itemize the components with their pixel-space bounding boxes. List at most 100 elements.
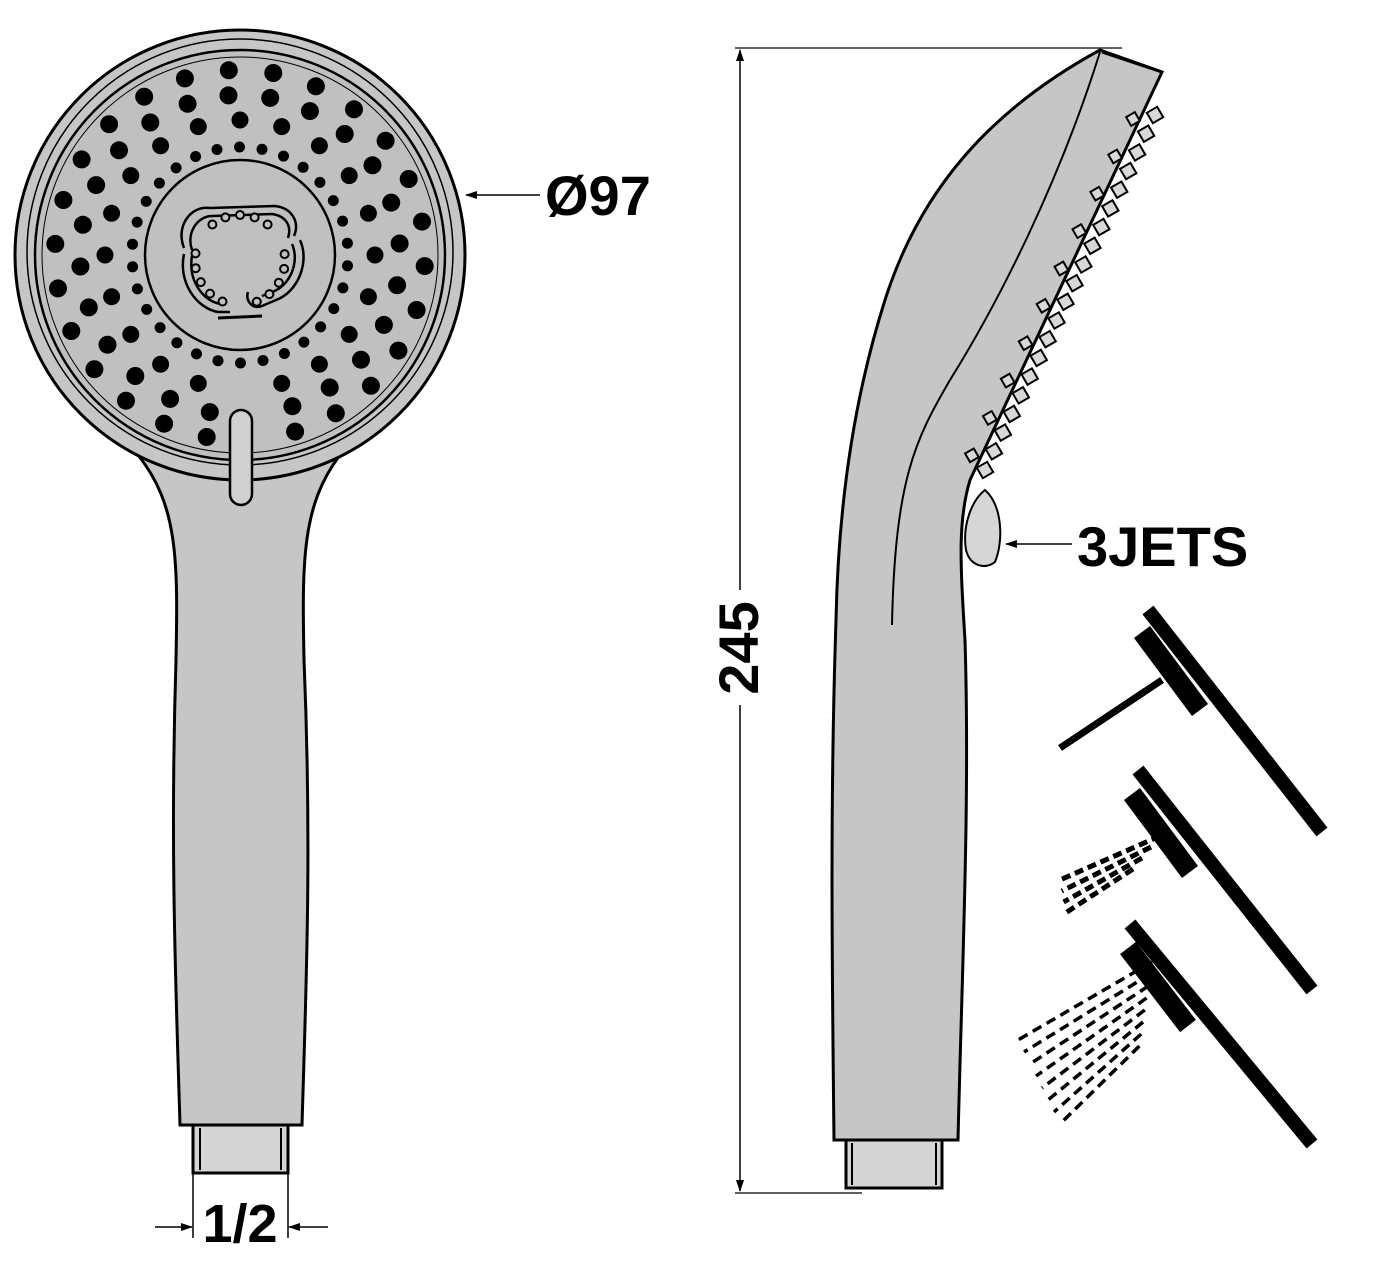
nozzle-dot (153, 177, 165, 189)
front-handle (134, 453, 344, 1127)
center-nozzle (220, 212, 231, 223)
nozzle-dot (49, 279, 67, 298)
dashed-jet-spray-icon (1058, 765, 1318, 995)
nozzle-dot (306, 77, 325, 96)
side-nozzle (1017, 335, 1034, 352)
spray-dash (1064, 866, 1135, 916)
diameter-dimension: Ø97 (465, 164, 651, 227)
side-mode-button (964, 488, 1002, 567)
nozzle-dot (175, 69, 194, 88)
nozzle-dot (219, 86, 238, 105)
nozzle-dot (191, 348, 202, 360)
side-nozzle (999, 372, 1016, 389)
nozzle-dot (310, 355, 328, 373)
front-center-disk (143, 158, 337, 352)
side-nozzle (1118, 161, 1138, 181)
nozzle-dot (340, 167, 358, 185)
spray-dash (1062, 855, 1144, 905)
nozzle-dot (190, 151, 202, 162)
nozzle-dot (122, 325, 140, 343)
center-nozzle (251, 296, 262, 307)
nozzle-dot (126, 367, 145, 385)
jets-label: 3JETS (1077, 515, 1248, 578)
nozzle-dot (154, 322, 166, 334)
center-nozzle (235, 210, 245, 220)
side-nozzle (1053, 260, 1070, 277)
nozzle-dot (211, 144, 223, 155)
side-nozzle (1038, 329, 1058, 349)
nozzle-dot (197, 428, 216, 446)
nozzle-dot (413, 212, 431, 231)
front-connector (191, 1123, 290, 1175)
nozzle-dot (335, 125, 354, 143)
nozzle-dot (388, 276, 407, 295)
nozzle-dot (399, 170, 418, 188)
front-nozzle-array (46, 61, 434, 446)
nozzle-dot (127, 238, 138, 250)
side-nozzle (1073, 254, 1093, 275)
spray-dash (1058, 1044, 1141, 1126)
nozzle-dot (257, 355, 269, 366)
spray-dash (1046, 1020, 1145, 1102)
nozzle-dot (256, 143, 268, 155)
side-nozzle (1145, 105, 1165, 125)
nozzle-dot (298, 336, 310, 348)
nozzle-dot (100, 115, 119, 134)
side-nozzle (1020, 367, 1040, 387)
nozzle-dot (54, 191, 73, 209)
nozzle-dot (71, 257, 90, 276)
nozzle-dot (310, 137, 328, 155)
nozzle-dot (72, 150, 91, 169)
nozzle-dot (337, 215, 349, 227)
length-label: 245 (707, 601, 770, 694)
side-nozzle (1106, 148, 1124, 165)
side-nozzle (1082, 236, 1102, 256)
nozzle-dot (328, 303, 340, 315)
nozzle-dot (62, 322, 81, 340)
nozzle-dot (235, 357, 246, 369)
nozzle-dot (152, 355, 170, 373)
nozzle-dot (141, 303, 153, 315)
center-nozzle (249, 212, 260, 223)
nozzle-dot (314, 176, 326, 188)
nozzle-dot (170, 162, 182, 174)
nozzle-dot (390, 234, 409, 253)
side-edge-line (891, 51, 1101, 626)
thread-dimension: 1/2 (155, 1173, 328, 1254)
nozzle-dot (96, 246, 114, 264)
nozzle-dot (79, 298, 98, 317)
side-nozzle (1029, 348, 1049, 368)
center-nozzle (279, 263, 290, 274)
nozzle-dot (345, 100, 363, 119)
front-center-nozzles (190, 210, 290, 307)
nozzle-dot (171, 337, 183, 349)
side-nozzle-row (963, 105, 1165, 480)
nozzle-dot (110, 141, 128, 160)
nozzle-dot (140, 195, 152, 207)
spray-dash (1017, 960, 1153, 1042)
spray-dash (1052, 1032, 1143, 1114)
center-nozzle (190, 263, 201, 274)
nozzle-dot (189, 374, 207, 392)
nozzle-dot (73, 215, 92, 234)
center-nozzle (217, 296, 228, 307)
nozzle-dot (359, 288, 377, 306)
side-nozzle (984, 441, 1004, 461)
nozzle-dot (297, 161, 309, 173)
nozzle-dot (152, 137, 170, 155)
nozzle-dot (300, 102, 319, 121)
nozzle-dot (212, 355, 224, 367)
nozzle-dot (337, 282, 349, 294)
side-nozzle (1011, 385, 1031, 405)
nozzle-dot (234, 141, 245, 153)
spray-mode-icons (1017, 605, 1328, 1149)
side-nozzle (1064, 273, 1085, 293)
nozzle-dot (382, 193, 401, 212)
spray-dash (1029, 984, 1150, 1066)
nozzle-dot (415, 257, 434, 276)
side-nozzle (1109, 180, 1129, 200)
nozzle-dot (87, 176, 106, 195)
nozzle-dot (374, 315, 393, 334)
center-nozzle (279, 249, 290, 260)
nozzle-dot (264, 64, 283, 82)
